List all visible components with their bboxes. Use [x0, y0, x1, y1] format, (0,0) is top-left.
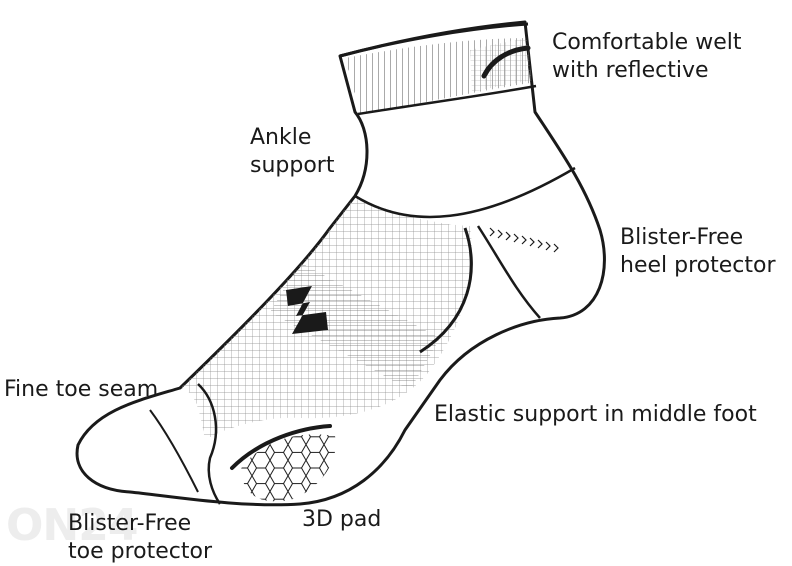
ankle-line: [354, 166, 576, 219]
pad-hex: [240, 434, 336, 502]
label-line: Comfortable welt: [552, 30, 742, 55]
label-line: Elastic support in middle foot: [434, 402, 757, 427]
middle-foot-curve: [419, 227, 473, 354]
label-line: Ankle: [250, 125, 312, 150]
label-line: with reflective: [552, 58, 709, 83]
label-comfortable-welt: Comfortable welt with reflective: [552, 29, 741, 85]
welt-bottom-edge: [357, 84, 537, 116]
label-line: Fine toe seam: [4, 377, 159, 402]
logo-z: [286, 286, 328, 334]
welt-top-edge: [339, 22, 529, 58]
label-line: toe protector: [68, 539, 212, 564]
label-3d-pad: 3D pad: [302, 506, 381, 534]
label-heel-protector: Blister-Free heel protector: [620, 224, 776, 280]
sock-outline: [75, 20, 606, 507]
label-line: heel protector: [620, 253, 776, 278]
heel-chevrons: [489, 227, 559, 253]
label-line: Blister-Free: [68, 511, 192, 536]
toe-seam-line: [149, 409, 199, 493]
label-ankle-support: Ankle support: [250, 124, 334, 180]
toe-cap-edge: [197, 383, 222, 505]
label-toe-protector: Blister-Free toe protector: [68, 510, 212, 566]
label-line: support: [250, 153, 335, 178]
watermark-logo: ON24: [6, 500, 138, 551]
heel-protector-outline: [476, 225, 541, 319]
pad-arc: [230, 424, 332, 470]
support-stripe: [270, 262, 440, 390]
label-line: 3D pad: [302, 507, 382, 532]
label-line: Blister-Free: [620, 225, 744, 250]
label-fine-toe-seam: Fine toe seam: [4, 376, 158, 404]
label-elastic-support: Elastic support in middle foot: [434, 401, 757, 429]
welt-swoosh: [481, 45, 531, 79]
